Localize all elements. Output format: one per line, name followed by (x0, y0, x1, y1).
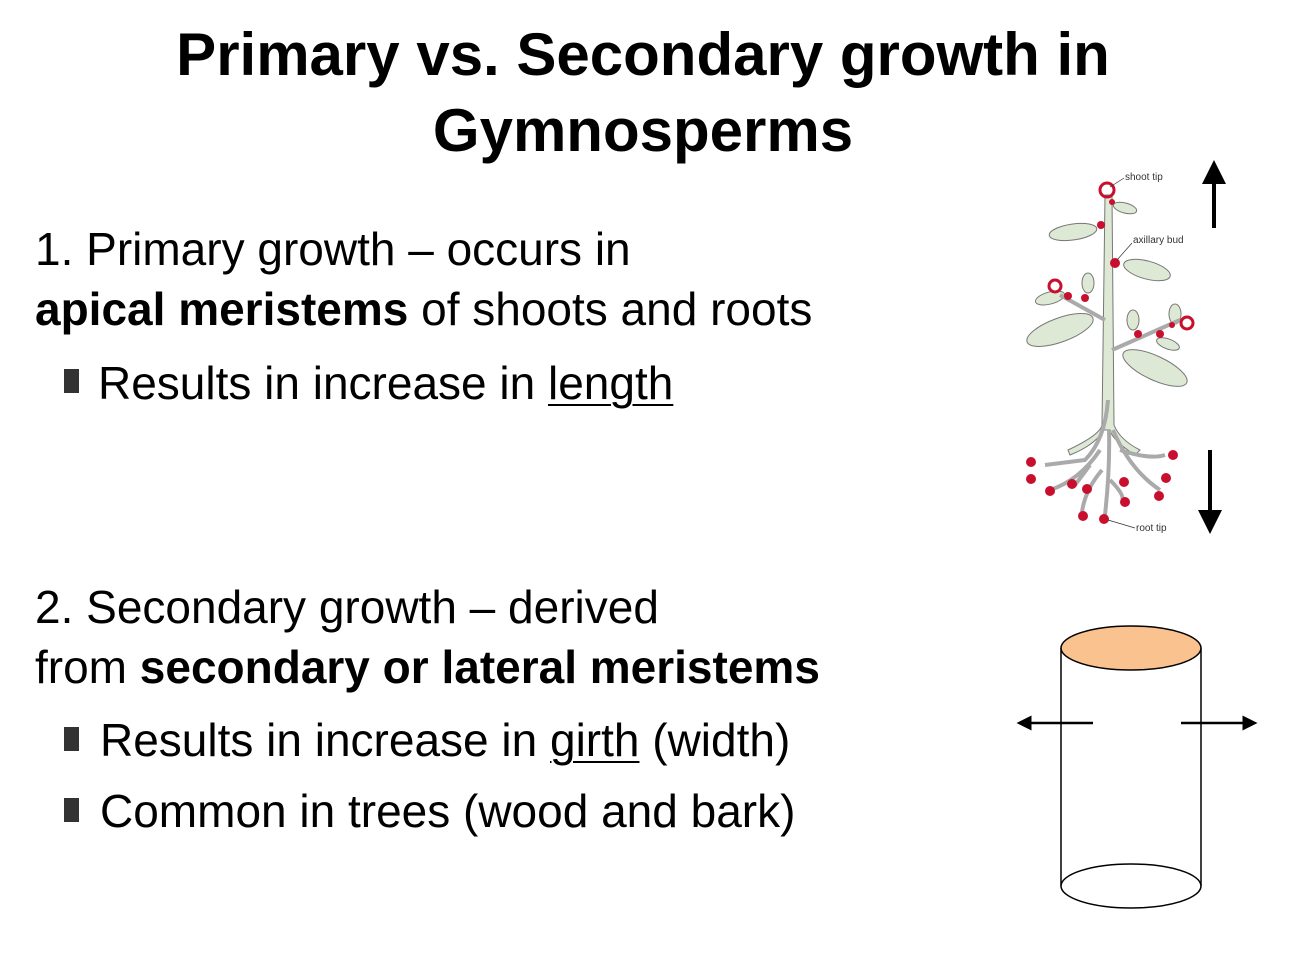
secondary-heading-cont: from secondary or lateral meristems (35, 640, 820, 694)
meristem-dots (1026, 181, 1195, 524)
primary-heading: 1. Primary growth – occurs in (35, 223, 631, 275)
shoot-tip-label: shoot tip (1125, 172, 1163, 183)
axillary-bud-label: axillary bud (1133, 235, 1184, 246)
bullet-icon (64, 798, 79, 822)
bullet-icon (64, 369, 79, 393)
root-tip-label: root tip (1136, 523, 1167, 534)
primary-bullet: Results in increase in length (98, 356, 673, 410)
from-text: from (35, 641, 140, 693)
lateral-meristems-term: secondary or lateral meristems (139, 641, 820, 693)
primary-heading-cont: apical meristems of shoots and roots (35, 282, 812, 336)
length-term: length (547, 357, 674, 409)
apical-meristems-term: apical meristems (35, 283, 409, 335)
bullet-text: Results in increase in (100, 714, 550, 766)
girth-term: girth (549, 714, 640, 766)
bullet-text: Results in increase in (98, 357, 548, 409)
secondary-bullet-2: Common in trees (wood and bark) (100, 785, 796, 837)
bullet-icon (64, 727, 79, 751)
primary-heading-rest: of shoots and roots (408, 283, 813, 335)
slide-title-line1: Primary vs. Secondary growth in (176, 21, 1110, 88)
slide-title-line2: Gymnosperms (432, 97, 854, 164)
secondary-bullet-1: Results in increase in girth (width) (100, 713, 790, 767)
secondary-heading: 2. Secondary growth – derived (35, 581, 659, 633)
cylinder-diagram (1060, 625, 1202, 909)
bullet-suffix: (width) (639, 714, 791, 766)
